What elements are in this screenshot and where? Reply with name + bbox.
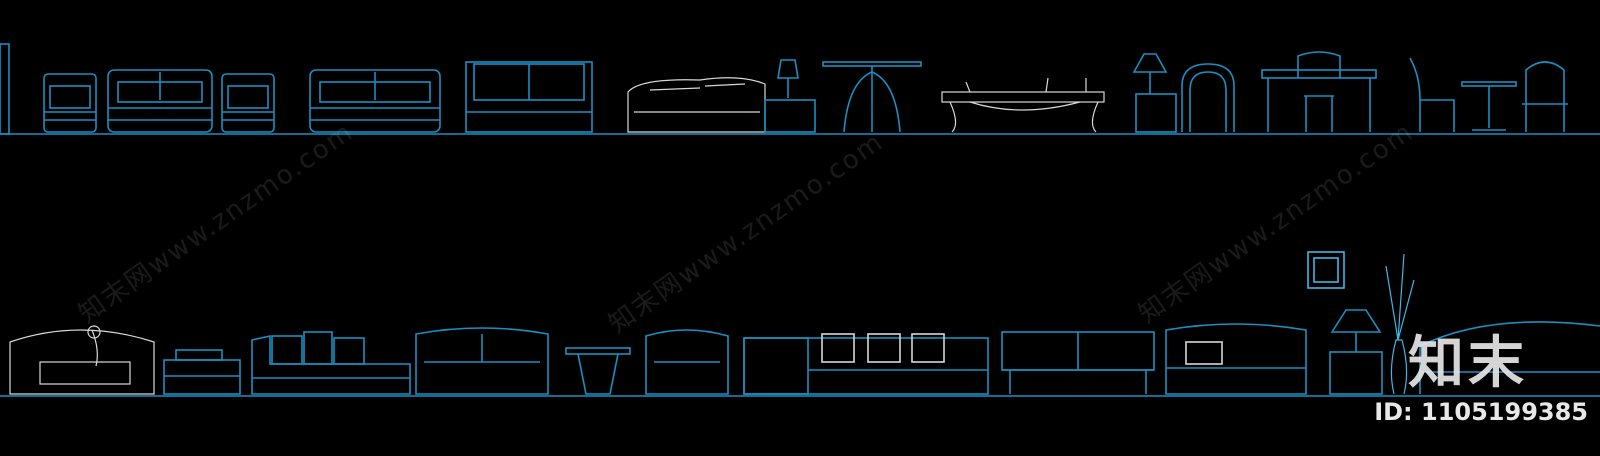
club-armchair: [645, 329, 729, 395]
arched-armchair: [1181, 63, 1235, 132]
side-table-lamp-2: [1329, 309, 1383, 395]
carved-coffee-table: [941, 77, 1105, 133]
furniture-row-bottom: [0, 251, 1600, 397]
long-sofa-cushions: [743, 333, 989, 395]
brand-logo-text: 知末: [1408, 331, 1528, 396]
curved-sofa-right: [1419, 321, 1600, 394]
desk-with-chair: [1261, 51, 1377, 132]
ottoman-side-table: [163, 349, 241, 395]
upholstered-loveseat: [415, 327, 549, 395]
cushioned-sofa: [1165, 323, 1307, 395]
small-side-table: [565, 347, 631, 395]
armchair-1: [43, 73, 97, 133]
partial-panel-left: [0, 43, 10, 135]
chaise-sofa: [251, 331, 411, 395]
loveseat-2: [309, 69, 441, 133]
modern-sofa: [1001, 331, 1155, 394]
dining-chair-right: [1522, 61, 1568, 132]
armchair-2: [221, 73, 275, 133]
side-table-lamp-1: [764, 59, 816, 133]
box-sofa: [465, 61, 593, 133]
ornate-sofa-set: [9, 325, 155, 395]
side-chair: [1409, 57, 1455, 132]
furniture-row-top: [0, 43, 1600, 135]
loveseat-1: [107, 69, 213, 133]
chesterfield-sofa: [627, 77, 766, 133]
picture-frame: [1307, 251, 1345, 289]
image-id-label: ID: 1105199385: [1374, 398, 1588, 426]
vase-branches: [1385, 253, 1415, 395]
cafe-table: [1461, 81, 1517, 131]
pedestal-table: [822, 61, 922, 133]
table-lamp-stand: [1132, 53, 1177, 133]
